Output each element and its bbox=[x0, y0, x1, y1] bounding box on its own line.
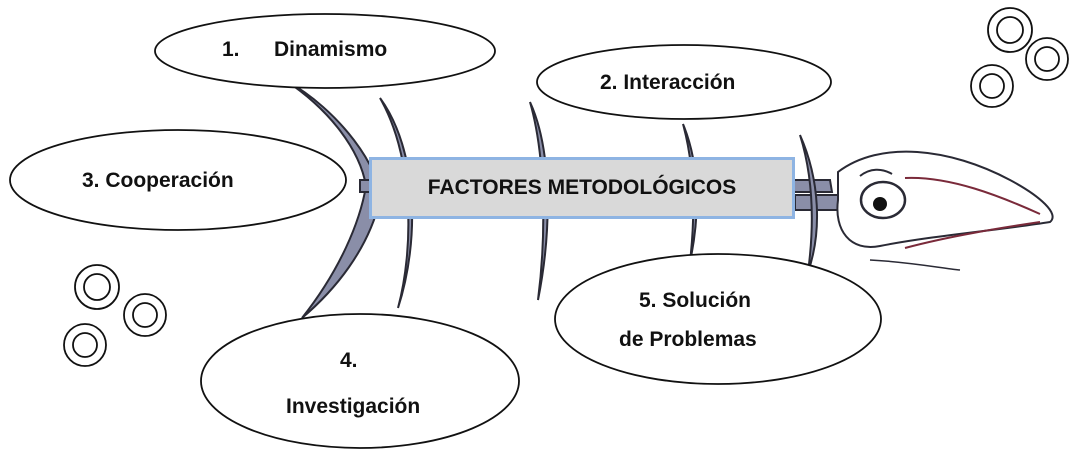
factor-5-line1: 5. Solución bbox=[639, 289, 752, 312]
fish-brow bbox=[859, 168, 893, 177]
fish-pupil bbox=[873, 197, 887, 211]
bubbles-icon bbox=[970, 7, 1069, 108]
factor-1-number: 1. bbox=[222, 38, 240, 61]
bubbles-icon bbox=[63, 264, 167, 367]
factor-ellipse-3 bbox=[9, 129, 347, 231]
factor-ellipse-4 bbox=[200, 313, 520, 449]
factor-3-label: 3. Cooperación bbox=[82, 169, 234, 192]
factor-1-label: Dinamismo bbox=[274, 38, 388, 61]
factor-ellipse-2 bbox=[536, 44, 832, 120]
factor-4-number: 4. bbox=[340, 349, 358, 372]
fish-gill-line bbox=[869, 259, 961, 271]
factor-2-label: 2. Interacción bbox=[600, 71, 736, 94]
factor-ellipse-5 bbox=[554, 253, 882, 385]
fish-head bbox=[836, 150, 1054, 248]
fish-mouth-line bbox=[904, 221, 1041, 249]
factor-ellipse-1 bbox=[154, 13, 496, 89]
fish-mouth-line bbox=[904, 176, 1041, 215]
central-problem-label: FACTORES METODOLÓGICOS bbox=[427, 176, 737, 199]
factor-5-line2: de Problemas bbox=[619, 328, 757, 351]
central-problem-box: FACTORES METODOLÓGICOS bbox=[369, 157, 795, 219]
factor-4-label: Investigación bbox=[286, 395, 421, 418]
